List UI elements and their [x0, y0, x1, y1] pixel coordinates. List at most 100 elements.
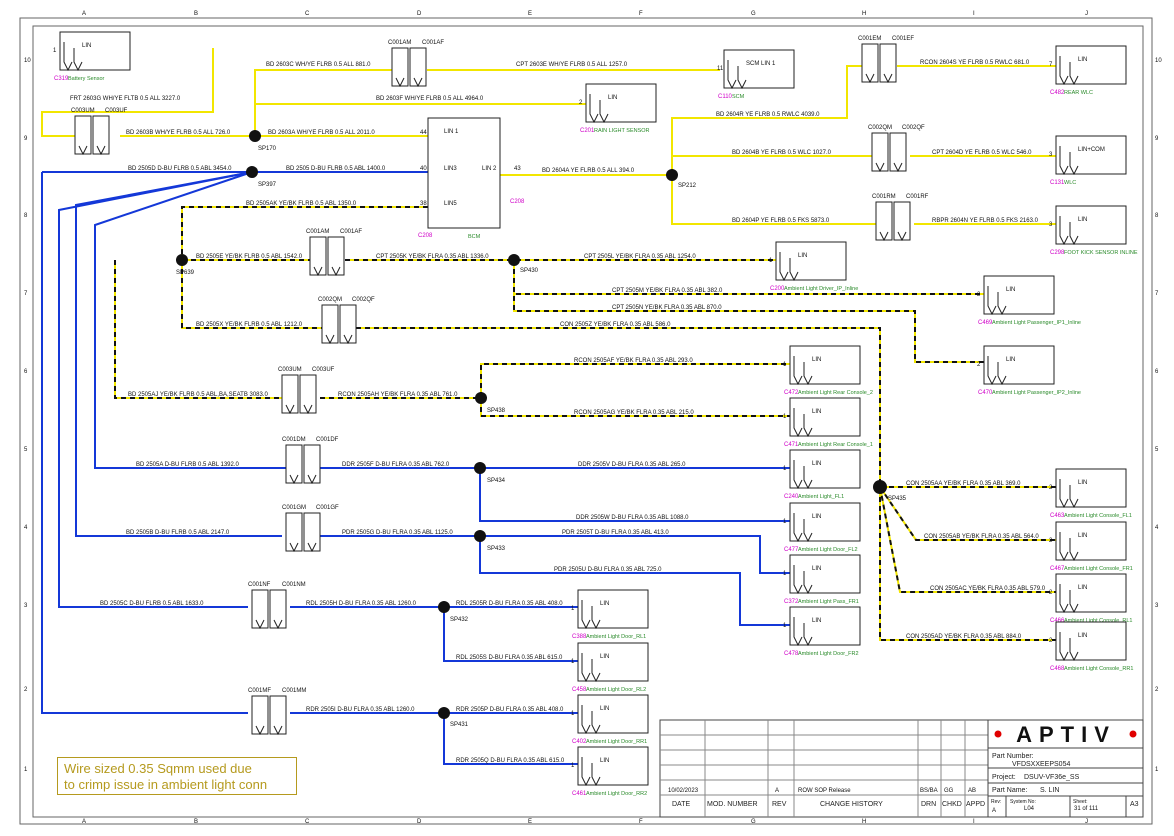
wire-label: CPT 2604D YE FLRB 0.5 WLC 546.0 [932, 150, 1032, 156]
wire-group-2603 [41, 48, 720, 137]
wire-label: CON 2505AC YE/BK FLRA 0.35 ABL 579.0 [930, 586, 1046, 592]
inline-conn-label: C001EM [858, 36, 881, 42]
module-pin-label: LIN [600, 654, 609, 660]
brand-dot-icon [1129, 730, 1137, 738]
rev: A [992, 808, 996, 814]
inline-conn-label: C001RM [872, 194, 896, 200]
part-number-label: Part Number: [992, 753, 1034, 760]
module-pin-num: 1 [53, 48, 57, 54]
inline-conn-label: C002QF [902, 125, 925, 131]
grid-row-label: 1 [1155, 767, 1159, 773]
module-conn: C467 [1050, 566, 1065, 572]
inline-conn-label: C003UM [278, 367, 302, 373]
grid-col-label: C [305, 819, 310, 825]
module-pin-label: LIN [1006, 357, 1015, 363]
bcm-pin-num: 44 [420, 130, 427, 136]
splice-sp434 [474, 462, 486, 474]
grid-col-label: B [194, 819, 198, 825]
module-conn: C478 [784, 651, 799, 657]
splice-labels: SP170 SP397 SP212 SP639 SP430 SP438 SP43… [176, 146, 907, 728]
module-name: SCM [732, 94, 745, 100]
module-conn: C468 [1050, 666, 1065, 672]
wire-label: BD 2505D D-BU FLRB 0.5 ABL 3454.0 [128, 166, 232, 172]
module-pin-num: 11 [717, 66, 724, 72]
wire-label: BD 2505B D-BU FLRB 0.5 ABL 2147.0 [126, 530, 230, 536]
splice-label: SP432 [450, 617, 469, 623]
grid-row-label: 2 [1155, 687, 1159, 693]
module-pin-num: 1 [571, 763, 575, 769]
inline-conn-label: C002QF [352, 297, 375, 303]
wire-group-yebk [114, 206, 1058, 641]
module-pin-num: 1 [783, 466, 787, 472]
col-chkd: CHKD [942, 801, 962, 808]
grid-row-label: 6 [1155, 369, 1159, 375]
sheet-size: A3 [1130, 801, 1139, 808]
brand-logo: APTIV [1016, 722, 1116, 747]
wire-label: BD 2603A WH/YE FLRB 0.5 ALL 2011.0 [268, 130, 375, 136]
wire-label: RDR 2505Q D-BU FLRA 0.35 ABL 615.0 [456, 758, 565, 764]
system-label: System No: [1010, 799, 1036, 805]
project-label: Project: [992, 774, 1016, 781]
module-pin-num: 1 [783, 519, 787, 525]
wire-label: DDR 2505V D-BU FLRA 0.35 ABL 265.0 [578, 462, 686, 468]
inline-conn-label: C003UM [71, 108, 95, 114]
splice-sp212 [666, 169, 678, 181]
wire-label: BD 2505E YE/BK FLRB 0.5 ABL 1542.0 [196, 254, 303, 260]
wire-label: PDR 2505G D-BU FLRA 0.35 ABL 1125.0 [342, 530, 453, 536]
module-name: Ambient Light Door_FR2 [798, 651, 859, 657]
grid-col-label: J [1085, 819, 1088, 825]
bcm-conn: C208 [418, 233, 433, 239]
module-conn: C471 [784, 442, 799, 448]
inline-conn-label: C001RF [906, 194, 929, 200]
module-pin-label: LIN+COM [1078, 147, 1105, 153]
module-name: Ambient Light Rear Console_2 [798, 390, 873, 396]
grid-col-label: D [417, 819, 422, 825]
module-name: RAIN LIGHT SENSOR [594, 128, 650, 134]
grid-row-label: 7 [24, 291, 28, 297]
module-conn: C458 [572, 687, 587, 693]
wire-label: RDL 2505R D-BU FLRA 0.35 ABL 408.0 [456, 601, 563, 607]
module-conn: C201 [580, 128, 595, 134]
wire-label: DDR 2505W D-BU FLRA 0.35 ABL 1088.0 [576, 515, 689, 521]
splice-label: SP438 [487, 408, 506, 414]
module-pin-num: 1 [769, 258, 773, 264]
history-change: ROW SOP Release [798, 788, 851, 794]
splice-label: SP434 [487, 478, 506, 484]
grid-row-label: 1 [24, 767, 28, 773]
splice-sp433 [474, 530, 486, 542]
module-name: Ambient Light Console_FL1 [1064, 513, 1132, 519]
frame-outer [19, 17, 1153, 825]
module-name: Ambient Light Pass_FR1 [798, 599, 859, 605]
bcm-pin: LIN5 [444, 201, 457, 207]
module-pin-num: 2 [1049, 485, 1053, 491]
grid-row-label: 8 [1155, 213, 1159, 219]
col-rev: REV [772, 801, 787, 808]
brand-dot-icon [994, 730, 1002, 738]
inline-conn-label: C001MM [282, 688, 306, 694]
inline-conn-label: C001AF [422, 40, 444, 46]
grid-col-label: I [973, 11, 975, 17]
note-line-1: Wire sized 0.35 Sqmm used due [64, 761, 252, 776]
inline-conn-label: C001GM [282, 505, 306, 511]
module-conn: C466 [1050, 618, 1065, 624]
splices [176, 130, 887, 719]
module-conn: C240 [784, 494, 799, 500]
wire-label: RDL 2505H D-BU FLRA 0.35 ABL 1260.0 [306, 601, 417, 607]
wire-label: RCON 2505AH YE/BK FLRA 0.35 ABL 761.0 [338, 392, 458, 398]
module-pin-label: LIN [600, 758, 609, 764]
wire-group-2603-dash [41, 48, 214, 137]
title-block: APTIV Part Number: VFDSXXEEPS054 Project… [659, 719, 1144, 818]
